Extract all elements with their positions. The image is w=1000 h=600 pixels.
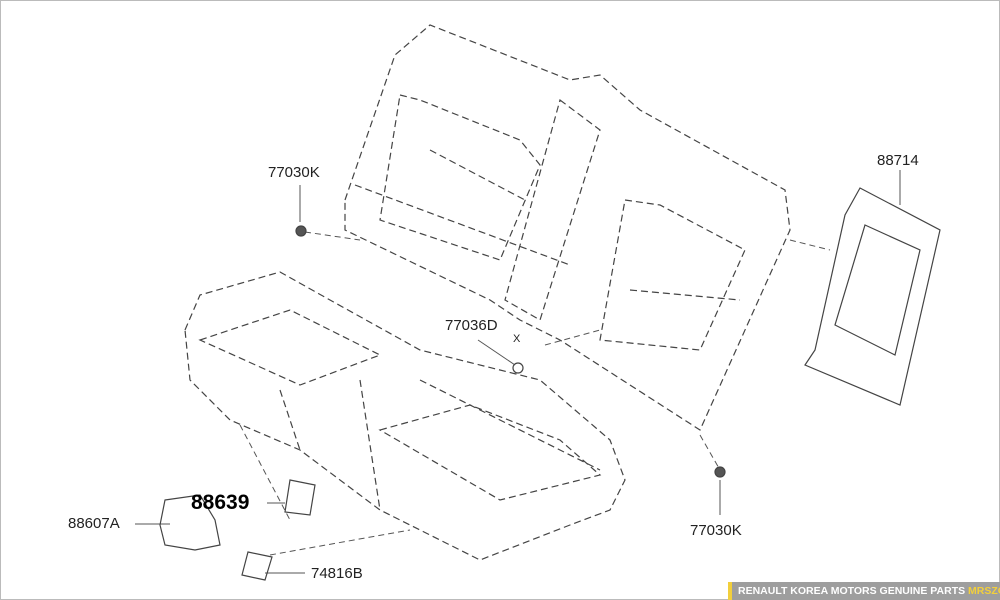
clip-77036d [512, 362, 524, 374]
part-label-74816b[interactable]: 74816B [311, 565, 363, 582]
handle-88639 [284, 479, 316, 516]
footer-banner: RENAULT KOREA MOTORS GENUINE PARTS MRSZO… [728, 582, 1000, 600]
nut-77030k-upper [295, 225, 307, 237]
seat-back [344, 24, 791, 431]
panel-88714 [804, 187, 941, 406]
bracket-88607a [159, 494, 221, 551]
nut-77030k-lower [714, 466, 726, 478]
footer-brand: MRSZONE [968, 585, 1000, 597]
part-label-77030k-upper[interactable]: 77030K [268, 164, 320, 181]
part-label-88639[interactable]: 88639 [191, 491, 250, 514]
seat-cushion [184, 271, 626, 561]
footer-text: RENAULT KOREA MOTORS GENUINE PARTS [738, 585, 966, 597]
part-label-88714[interactable]: 88714 [877, 152, 919, 169]
cover-74816b [241, 551, 273, 581]
part-label-77036d[interactable]: 77036D [445, 317, 498, 334]
part-label-77030k-lower[interactable]: 77030K [690, 522, 742, 539]
x-marker: X [513, 333, 521, 345]
part-label-88607a[interactable]: 88607A [68, 515, 120, 532]
